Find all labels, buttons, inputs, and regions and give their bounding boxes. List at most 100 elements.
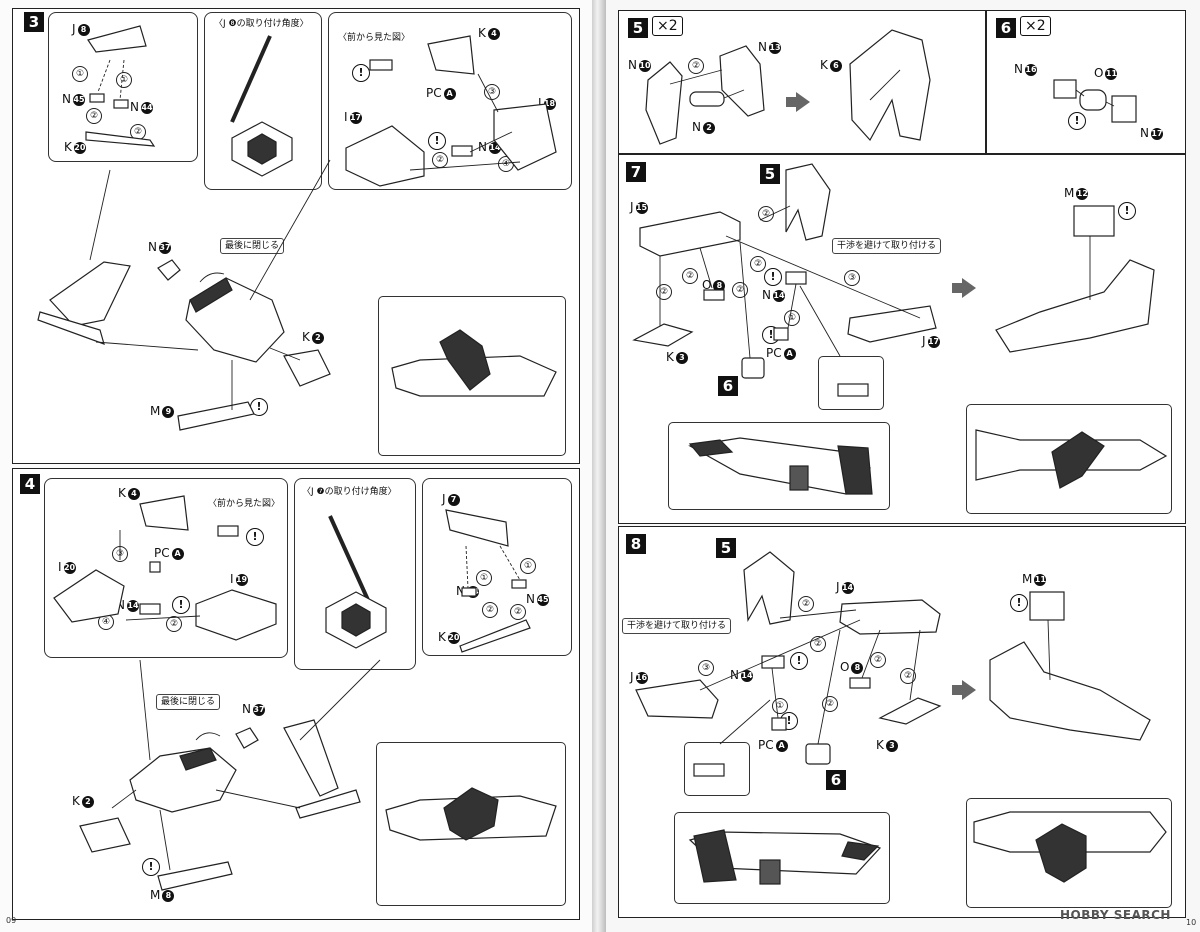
step-3-order-1a: ① (72, 66, 88, 82)
step-7-detail-box (818, 356, 884, 410)
step-6-multiplier: ×2 (1020, 16, 1051, 36)
step-8-order-2a: ② (798, 596, 814, 612)
step-8-order-2e: ② (822, 696, 838, 712)
step-6-caution: ! (1068, 112, 1086, 130)
step-4-illustration (53, 495, 557, 891)
step-3-order-1b: ① (116, 72, 132, 88)
step-8-caution-n14: ! (790, 652, 808, 670)
step-8-order-3: ③ (698, 660, 714, 676)
step-7-order-2e: ② (750, 256, 766, 272)
step-4-close-last-note: 最後に閉じる (156, 694, 221, 710)
step-8-caution-m11: ! (1010, 594, 1028, 612)
step-4-number: 4 (20, 474, 40, 494)
step-7-ref-5: 5 (760, 164, 780, 184)
step-8-order-2d: ② (900, 668, 916, 684)
step-4-order-4: ④ (98, 614, 114, 630)
step-4-front-view-caption: 〈前から見た図〉 (208, 499, 281, 509)
step-4-caution-m8: ! (142, 858, 160, 876)
step-4-order-2b: ② (482, 602, 498, 618)
step-4-order-1b: ① (520, 558, 536, 574)
step-8-number: 8 (626, 534, 646, 554)
hobby-search-watermark: HOBBY SEARCH (1060, 908, 1171, 922)
step-5-order-2: ② (688, 58, 704, 74)
step-8-next-arrow (952, 680, 976, 700)
step-4-order-1a: ① (476, 570, 492, 586)
step-5-multiplier: ×2 (652, 16, 683, 36)
step-4-order-2c: ② (510, 604, 526, 620)
step-4-caution-front: ! (246, 528, 264, 546)
step-4-angle-caption: 〈J ❼の取り付け角度〉 (302, 487, 397, 497)
step-7-number: 7 (626, 162, 646, 182)
step-4-caution-body: ! (172, 596, 190, 614)
step-7-caution-n14: ! (764, 268, 782, 286)
step-4-wing-panel (422, 478, 572, 656)
step-8-ref-6: 6 (826, 770, 846, 790)
step-8-ref-5: 5 (716, 538, 736, 558)
step-7-caution-m12: ! (1118, 202, 1136, 220)
step-3-caution-front: ! (352, 64, 370, 82)
step-3-order-2a: ② (86, 108, 102, 124)
step-7-order-1: ① (784, 310, 800, 326)
step-7-avoid-note: 干渉を避けて取り付ける (832, 238, 942, 254)
step-3-number: 3 (24, 12, 44, 32)
step-3-illustration (37, 25, 557, 431)
step-5-next-arrow (786, 92, 810, 112)
step-3-caution-body: ! (428, 132, 446, 150)
page-gutter (592, 0, 606, 932)
step-8-order-2c: ② (870, 652, 886, 668)
left-page-number: 09 (6, 916, 17, 925)
step-7-ref-6: 6 (718, 376, 738, 396)
step-7-illustration (632, 163, 1168, 495)
step-8-avoid-note: 干渉を避けて取り付ける (622, 618, 732, 634)
step-5-6-illustration (645, 29, 1137, 145)
step-7-order-2b: ② (682, 268, 698, 284)
step-3-close-last-note: 最後に閉じる (220, 238, 285, 254)
step-5-number: 5 (628, 18, 648, 38)
step-3-angle-caption: 〈J ❽の取り付け角度〉 (214, 19, 309, 29)
step-7-next-arrow (952, 278, 976, 298)
step-3-front-view-caption: 〈前から見た図〉 (338, 33, 411, 43)
right-page-number: 10 (1186, 918, 1197, 927)
step-3-order-3: ③ (484, 84, 500, 100)
step-6-number: 6 (996, 18, 1016, 38)
